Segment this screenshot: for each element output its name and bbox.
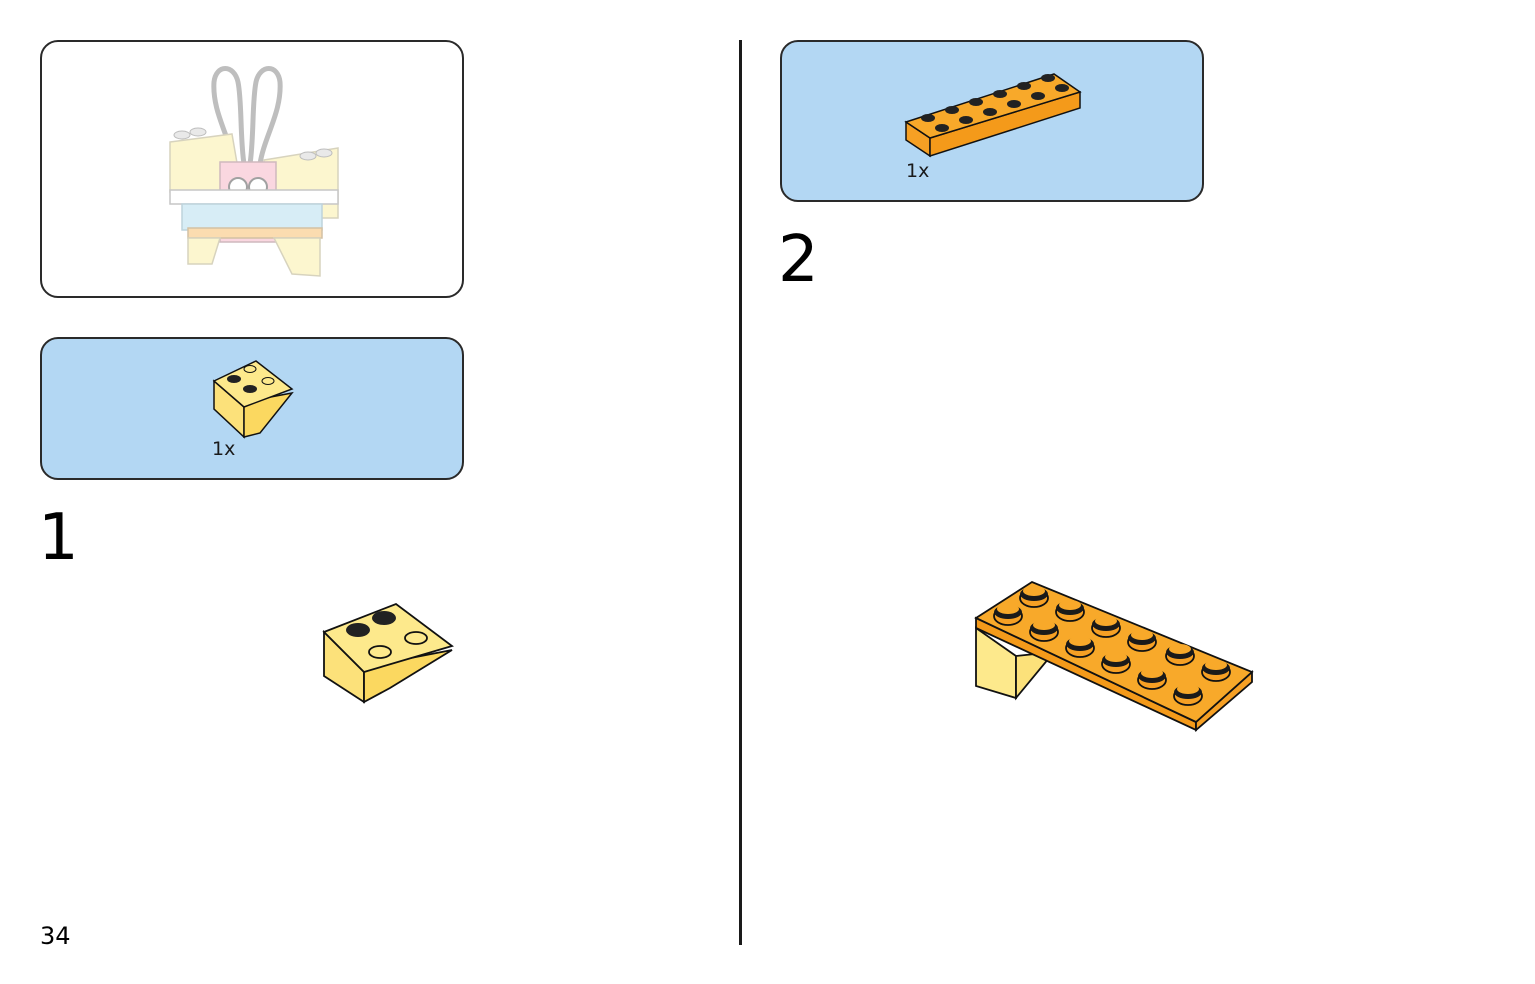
step-1-part-quantity: 1x — [212, 438, 236, 460]
step-2-parts-callout: 1x — [780, 40, 1204, 202]
submodel-preview-panel — [40, 40, 464, 298]
step-1-parts-callout: 1x — [40, 337, 464, 480]
page-divider — [739, 40, 742, 945]
plate-2x6-icon — [904, 73, 1082, 158]
butterfly-model-icon — [169, 66, 339, 277]
page-number: 34 — [40, 922, 71, 950]
inverted-slope-2x2-icon — [212, 360, 294, 439]
step-1-build-illustration — [322, 602, 454, 704]
step-2-number: 2 — [778, 223, 819, 297]
step-2-part-quantity: 1x — [906, 160, 930, 182]
step-2-build-illustration — [974, 580, 1254, 732]
step-1-number: 1 — [38, 501, 79, 575]
